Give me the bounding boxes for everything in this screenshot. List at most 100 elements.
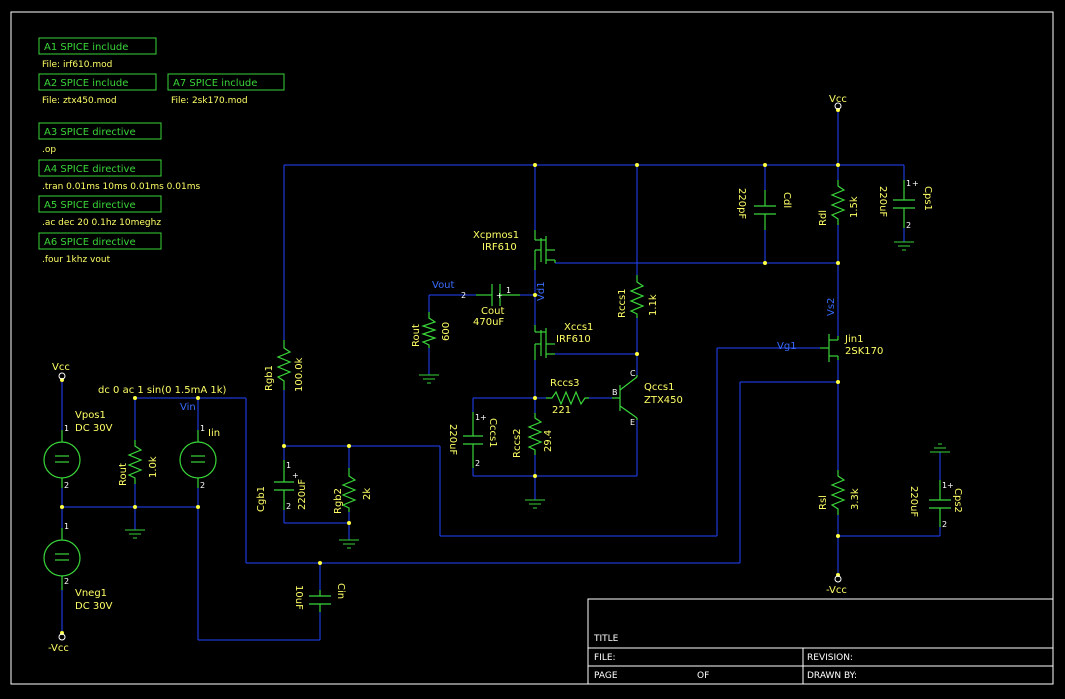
rccs2-resistor[interactable] [527,413,543,455]
svg-text:1: 1 [506,286,511,295]
cps1-ref: Cps1 [922,186,933,211]
qccs1-value: ZTX450 [644,395,683,406]
rout-input-value: 1.0k [148,456,159,478]
spice-tag-a6: A6 SPICE directive [44,237,136,248]
rgb1-resistor[interactable] [276,340,292,390]
rsl-value: 3.3k [850,488,861,510]
rccs1-ref: Rccs1 [617,288,628,318]
cps1-capacitor[interactable] [893,180,915,228]
title-block-file: FILE: [594,653,616,663]
rccs1-resistor[interactable] [629,275,645,318]
spice-text-a6: .four 1khz vout [42,255,111,265]
svg-text:2: 2 [461,291,466,300]
cin-ref: Cin [335,583,346,599]
svg-text:2: 2 [200,481,205,490]
vneg1-value: DC 30V [75,601,113,612]
svg-text:C: C [630,369,636,378]
cps1-value: 220uF [877,186,888,217]
xccs1-mosfet[interactable] [534,325,555,360]
spice-block-a2[interactable]: A2 SPICE include File: ztx450.mod [38,73,157,106]
cdl-value: 220pF [736,188,747,219]
rccs1-value: 1.1k [648,294,659,316]
ground-symbols [125,241,950,549]
spice-block-a5[interactable]: A5 SPICE directive .ac dec 20 0.1hz 10me… [38,195,162,228]
rccs3-ref: Rccs3 [550,378,580,389]
spice-block-a4[interactable]: A4 SPICE directive .tran 0.01ms 10ms 0.0… [38,159,200,192]
net-vs2: Vs2 [826,298,837,316]
spice-file-a1: File: irf610.mod [42,60,112,70]
svg-text:2: 2 [64,481,69,490]
cout-capacitor[interactable] [476,284,520,306]
xcpmos1-value: IRF610 [482,242,517,253]
wires [61,110,941,641]
cps2-value: 220uF [908,486,919,517]
rdl-resistor[interactable] [830,180,846,225]
cps2-ref: Cps2 [952,488,963,513]
rccs3-value: 221 [552,405,571,416]
iin-source[interactable] [179,430,217,488]
spice-tag-a1: A1 SPICE include [44,42,128,53]
spice-text-a5: .ac dec 20 0.1hz 10meghz [42,218,161,228]
spice-tag-a2: A2 SPICE include [44,78,128,89]
vpos1-value: DC 30V [75,423,113,434]
title-block [587,598,1054,685]
rout-input-resistor[interactable] [127,440,143,484]
sheet-border [10,11,1054,685]
spice-text-a3: .op [42,145,56,155]
rgb1-ref: Rgb1 [264,365,275,391]
spice-file-a2: File: ztx450.mod [42,96,117,106]
jin1-value: 2SK170 [845,346,883,357]
cccs1-value: 220uF [447,424,458,455]
vneg1-ref: Vneg1 [75,588,107,599]
svg-text:1: 1 [64,522,69,531]
cout-value: 470uF [473,317,504,328]
net-vout: Vout [432,280,455,291]
svg-text:2: 2 [64,577,69,586]
vneg1-source[interactable] [43,528,81,590]
qccs1-ref: Qccs1 [644,382,674,393]
spice-file-a7: File: 2sk170.mod [171,96,248,106]
rgb1-value: 100.0k [294,357,305,392]
spice-block-a1[interactable]: A1 SPICE include File: irf610.mod [38,37,157,70]
rccs2-value: 29.4 [543,430,554,452]
svg-text:2: 2 [942,520,947,529]
rdl-ref: Rdl [818,210,829,226]
qccs1-transistor[interactable] [612,375,638,420]
cout-ref: Cout [481,306,504,317]
cin-value: 10uF [293,585,304,610]
svg-text:1: 1 [64,424,69,433]
cgb1-value: 220uF [297,479,308,510]
svg-text:E: E [630,418,635,427]
title-block-of: OF [697,671,709,681]
rgb2-resistor[interactable] [341,468,357,512]
cgb1-ref: Cgb1 [256,486,267,512]
rout-load-resistor[interactable] [421,312,437,348]
title-block-drawn-by: DRAWN BY: [807,671,857,681]
rsl-ref: Rsl [818,495,829,510]
cin-capacitor[interactable] [309,590,331,612]
svg-text:B: B [612,388,618,397]
vpos1-source[interactable] [43,430,81,488]
title-block-title: TITLE [593,634,619,644]
rsl-resistor[interactable] [830,470,846,515]
svg-text:+: + [496,291,503,300]
spice-block-a6[interactable]: A6 SPICE directive .four 1khz vout [38,232,162,265]
vpos1-ref: Vpos1 [75,410,106,421]
rccs3-resistor[interactable] [546,390,589,406]
xccs1-ref: Xccs1 [564,322,593,333]
cdl-ref: Cdl [781,192,792,208]
net-vcc-left: Vcc [52,362,70,373]
cps2-capacitor[interactable] [929,480,951,527]
net-neg-vcc-left: -Vcc [48,643,69,654]
spice-block-a3[interactable]: A3 SPICE directive .op [38,122,162,155]
cccs1-ref: Cccs1 [487,418,498,448]
svg-text:2: 2 [286,502,291,511]
xcpmos1-mosfet[interactable] [534,230,556,270]
spice-block-a7[interactable]: A7 SPICE include File: 2sk170.mod [167,73,285,106]
net-vd1: Vd1 [536,281,547,301]
cgb1-capacitor[interactable] [274,460,294,510]
cdl-capacitor[interactable] [754,190,776,230]
jin1-jfet[interactable] [820,334,839,362]
cccs1-capacitor[interactable] [463,412,483,468]
svg-text:1: 1 [906,179,911,188]
